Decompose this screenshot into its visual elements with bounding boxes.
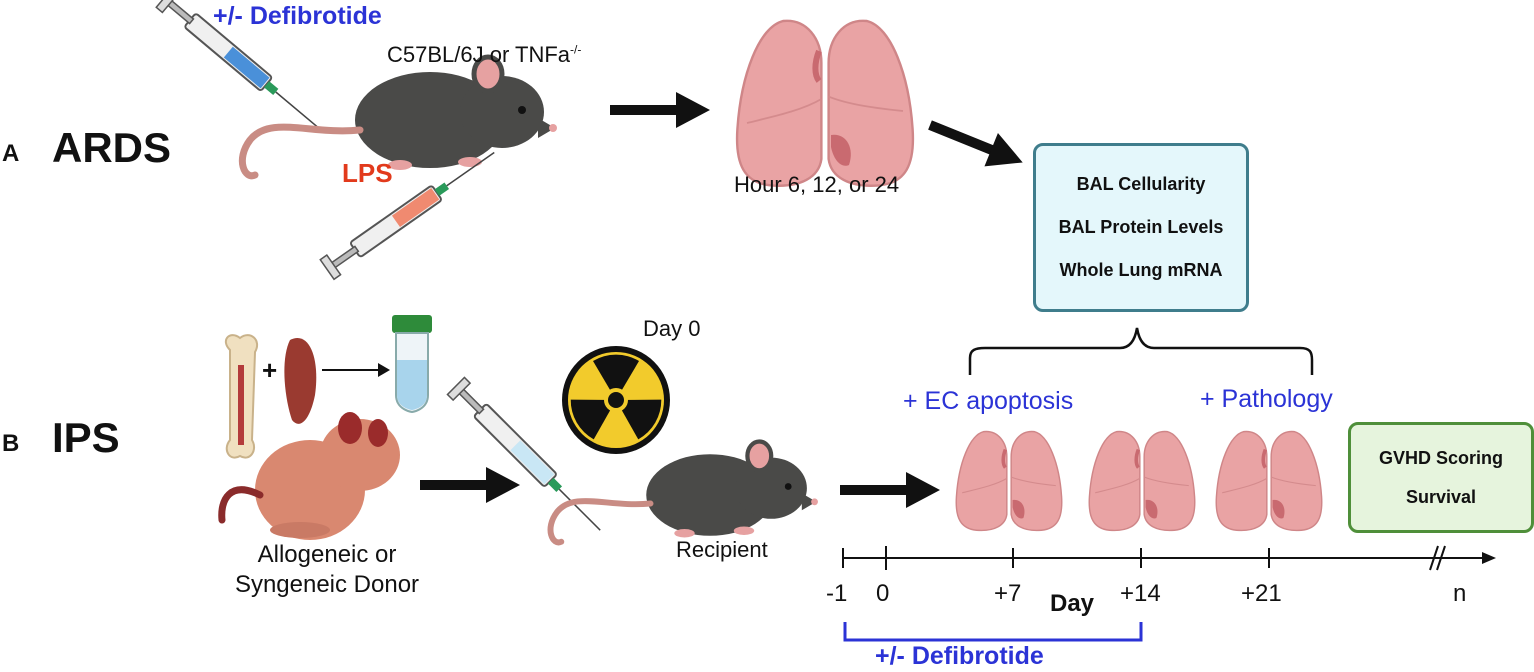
plus-sign: + — [262, 355, 278, 385]
curly-brace — [968, 327, 1314, 375]
arrow-icon — [420, 467, 520, 503]
tick-label: +21 — [1241, 580, 1282, 607]
donor-label-line2: Syngeneic Donor — [234, 571, 420, 598]
panel-a-letter: A — [2, 140, 20, 167]
timeline-axis — [842, 545, 1496, 571]
gvhd-item: GVHD Scoring — [1378, 447, 1503, 468]
lps-label: LPS — [342, 158, 393, 188]
readout-item: BAL Protein Levels — [1058, 217, 1224, 237]
tick-label: +7 — [994, 580, 1022, 607]
lung-icon — [1214, 429, 1324, 533]
c57-mouse-icon — [242, 57, 557, 176]
ec-apoptosis-label: + EC apoptosis — [903, 387, 1074, 415]
readouts-box: BAL Cellularity BAL Protein Levels Whole… — [1033, 143, 1249, 312]
lung-icon — [737, 21, 913, 186]
defibrotide-bracket — [843, 622, 1143, 642]
lung-icon — [1087, 429, 1197, 533]
spleen-icon — [284, 338, 317, 424]
pathology-label: + Pathology — [1200, 385, 1333, 413]
arrow-icon — [322, 363, 390, 377]
gvhd-box: GVHD Scoring Survival — [1348, 422, 1534, 533]
arrow-icon — [610, 92, 710, 128]
donor-label: Allogeneic or Syngeneic Donor — [222, 540, 432, 600]
timepoints-label: Hour 6, 12, or 24 — [734, 172, 900, 197]
panel-b-letter: B — [2, 430, 20, 457]
recipient-label: Recipient — [676, 537, 768, 562]
panel-a-title: ARDS — [52, 124, 172, 171]
tick-label: n — [1453, 580, 1467, 607]
gvhd-item: Survival — [1405, 486, 1477, 507]
readout-item: BAL Cellularity — [1076, 174, 1206, 194]
defibrotide-syringe-icon — [155, 0, 329, 140]
tick-label: -1 — [826, 580, 848, 607]
tick-label: +14 — [1120, 580, 1161, 607]
readout-item: Whole Lung mRNA — [1059, 260, 1223, 280]
donor-label-line1: Allogeneic or — [257, 541, 397, 568]
lps-syringe-icon — [319, 141, 503, 281]
day0-label: Day 0 — [643, 316, 701, 341]
donor-mouse-icon — [218, 412, 400, 540]
mouse-strain-label: C57BL/6J or TNFa-/- — [387, 42, 582, 67]
tube-icon — [392, 315, 432, 414]
panel-b-title: IPS — [52, 414, 120, 461]
arrow-icon — [840, 472, 940, 508]
timeline-defibrotide-label: +/- Defibrotide — [875, 642, 1044, 670]
arrow-icon — [923, 108, 1030, 180]
lung-icon — [954, 429, 1064, 533]
tick-label: 0 — [876, 580, 890, 607]
day-axis-label: Day — [1050, 590, 1095, 617]
radiation-icon — [562, 346, 670, 454]
defibrotide-label: +/- Defibrotide — [213, 2, 382, 30]
recipient-mouse-icon — [550, 441, 817, 542]
bone-icon — [224, 334, 259, 459]
cells-syringe-icon — [446, 376, 610, 540]
